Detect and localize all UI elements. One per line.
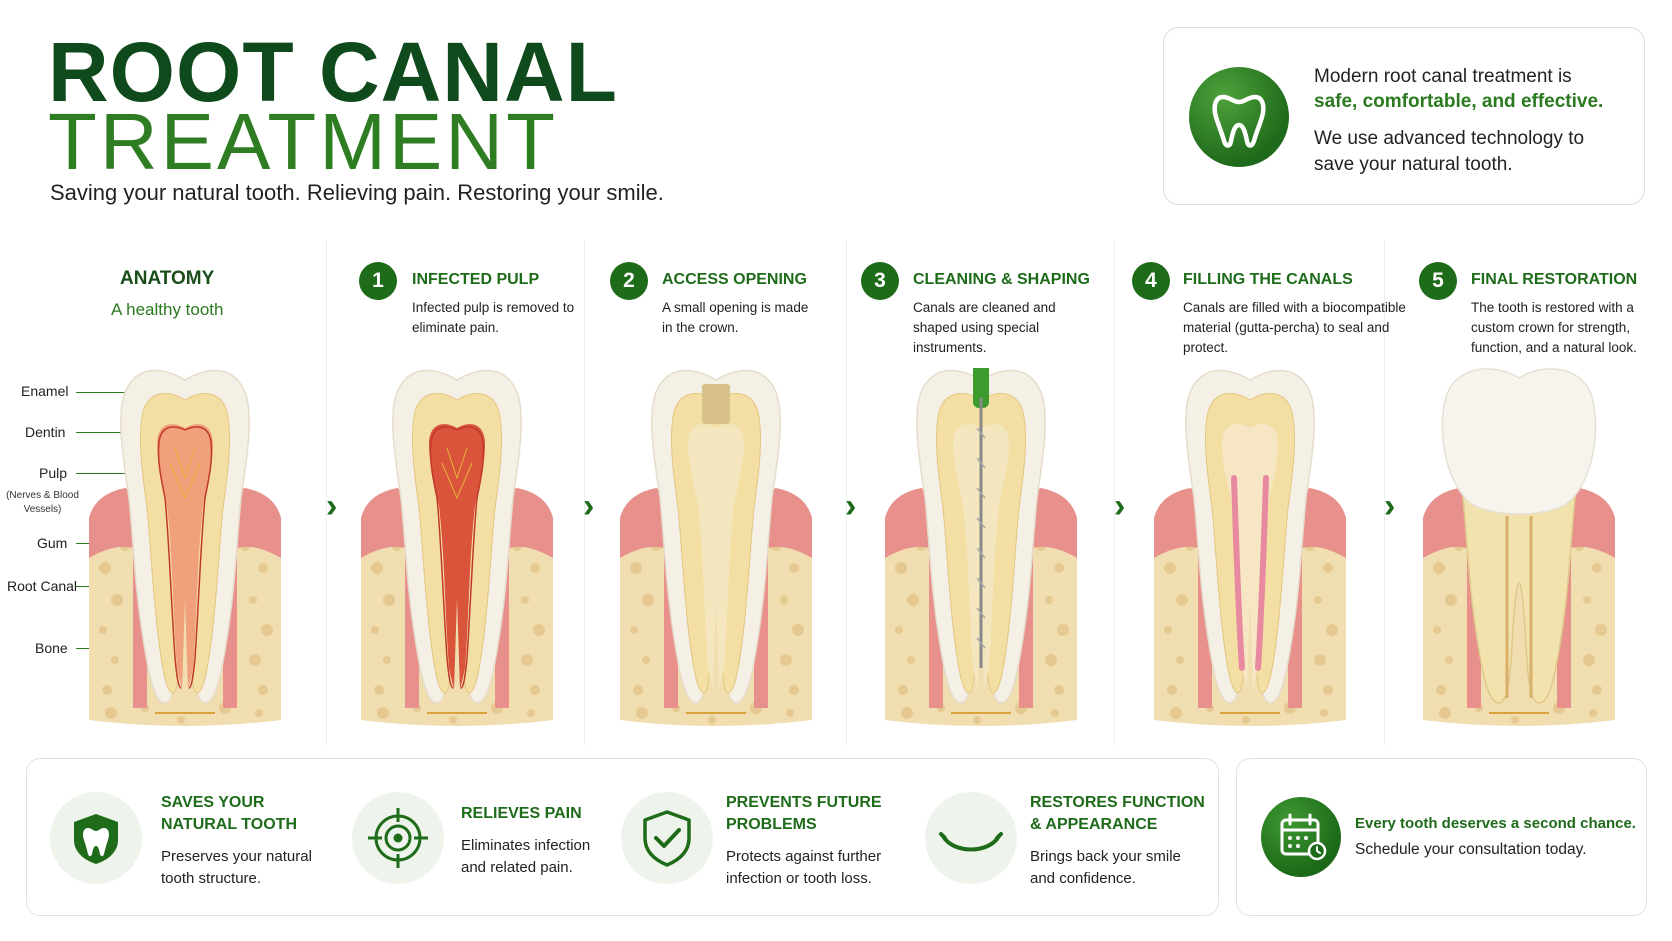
tooth-cleaning-illustration xyxy=(885,368,1077,726)
page-title-line2: TREATMENT xyxy=(48,97,558,186)
shield-check-icon xyxy=(621,792,713,884)
column-divider xyxy=(1114,240,1115,745)
label-dentin: Dentin xyxy=(25,424,66,440)
step-1-desc: Infected pulp is removed to eliminate pa… xyxy=(412,300,575,335)
label-pulp: Pulp xyxy=(39,465,68,481)
leader-line xyxy=(76,392,142,393)
label-bone: Bone xyxy=(35,640,68,656)
target-icon xyxy=(352,792,444,884)
step-2-desc: A small opening is made in the crown. xyxy=(662,300,809,335)
chevron-right-icon: › xyxy=(1114,487,1126,525)
intro-line2: safe, comfortable, and effective. xyxy=(1314,91,1604,112)
step-4-desc: Canals are filled with a biocompatible m… xyxy=(1183,300,1406,355)
benefit-3-desc: Protects against further infection or to… xyxy=(726,848,882,887)
tooth-anatomy-illustration xyxy=(89,369,281,726)
smile-icon xyxy=(925,792,1017,884)
intro-line3: We use advanced technology to save your … xyxy=(1314,128,1585,175)
step-4-number: 4 xyxy=(1132,262,1170,300)
cta-headline: Every tooth deserves a second chance. xyxy=(1355,815,1636,832)
step-3-desc: Canals are cleaned and shaped using spec… xyxy=(913,300,1056,355)
anatomy-subheading: A healthy tooth xyxy=(111,300,224,319)
tooth-infected-illustration xyxy=(361,369,553,726)
benefit-2-desc: Eliminates infection and related pain. xyxy=(461,837,591,876)
column-divider xyxy=(326,240,327,745)
tooth-filling-illustration xyxy=(1154,369,1346,726)
label-gum: Gum xyxy=(37,535,68,551)
benefit-1-desc: Preserves your natural tooth structure. xyxy=(161,848,312,887)
step-4-title: FILLING THE CANALS xyxy=(1183,271,1353,288)
step-2-title: ACCESS OPENING xyxy=(662,271,807,288)
benefit-2-title: RELIEVES PAIN xyxy=(461,805,582,822)
step-1-number: 1 xyxy=(359,262,397,300)
anatomy-heading: ANATOMY xyxy=(120,268,215,289)
intro-line1: Modern root canal treatment is xyxy=(1314,66,1572,87)
column-divider xyxy=(1384,240,1385,745)
benefit-3-title: PREVENTS FUTURE PROBLEMS xyxy=(726,794,882,833)
cta-card: Every tooth deserves a second chance. Sc… xyxy=(1236,758,1647,916)
intro-card: Modern root canal treatment is safe, com… xyxy=(1163,27,1645,205)
step-3-title: CLEANING & SHAPING xyxy=(913,271,1090,288)
step-5-number: 5 xyxy=(1419,262,1457,300)
step-5-title: FINAL RESTORATION xyxy=(1471,271,1638,288)
benefit-4-desc: Brings back your smile and confidence. xyxy=(1030,848,1181,887)
page-subtitle: Saving your natural tooth. Relieving pai… xyxy=(50,180,664,205)
step-2-number: 2 xyxy=(610,262,648,300)
benefit-4-title: RESTORES FUNCTION & APPEARANCE xyxy=(1030,794,1205,833)
leader-line xyxy=(76,473,166,474)
chevron-right-icon: › xyxy=(845,487,857,525)
tooth-crown-illustration xyxy=(1423,368,1615,726)
tooth-access-illustration xyxy=(620,369,812,726)
page-title-line1: ROOT CANAL xyxy=(48,25,618,119)
step-3-number: 3 xyxy=(861,262,899,300)
step-1-title: INFECTED PULP xyxy=(412,271,540,288)
label-pulp-note: (Nerves & Blood Vessels) xyxy=(6,490,79,515)
cta-subline: Schedule your consultation today. xyxy=(1355,841,1587,858)
benefits-panel: SAVES YOUR NATURAL TOOTH Preserves your … xyxy=(26,758,1219,916)
label-root-canal: Root Canal xyxy=(7,578,78,594)
calendar-icon xyxy=(1261,797,1341,877)
column-divider xyxy=(584,240,585,745)
leader-line xyxy=(76,432,134,433)
tooth-icon xyxy=(1189,67,1289,167)
label-enamel: Enamel xyxy=(21,383,69,399)
column-divider xyxy=(846,240,847,745)
benefit-1-title: SAVES YOUR NATURAL TOOTH xyxy=(161,794,297,833)
chevron-right-icon: › xyxy=(326,487,338,525)
step-5-desc: The tooth is restored with a custom crow… xyxy=(1471,300,1637,355)
chevron-right-icon: › xyxy=(1384,487,1396,525)
shield-tooth-icon xyxy=(50,792,142,884)
chevron-right-icon: › xyxy=(583,487,595,525)
